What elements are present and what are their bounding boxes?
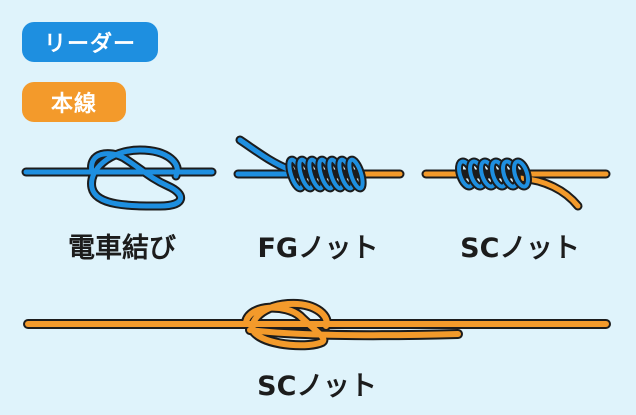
sc-wrap-coils [455, 157, 532, 191]
sc-knot-illustration [421, 157, 611, 211]
sc-large-knot-illustration [23, 298, 611, 351]
densha-knot-illustration [21, 145, 217, 211]
fg-wrap-coils [285, 155, 367, 193]
fg-knot-label: FGノット [257, 233, 379, 264]
densha-knot-label: 電車結び [68, 233, 176, 264]
coil-wrap [347, 157, 365, 191]
fg-knot-illustration [233, 135, 405, 193]
sc-knot-label: SCノット [460, 233, 580, 264]
sc-large-knot-label: SCノット [257, 371, 377, 402]
coil-wrap [512, 159, 530, 189]
leader-legend-badge: リーダー [22, 22, 158, 62]
main-line-legend-badge: 本線 [22, 82, 126, 122]
